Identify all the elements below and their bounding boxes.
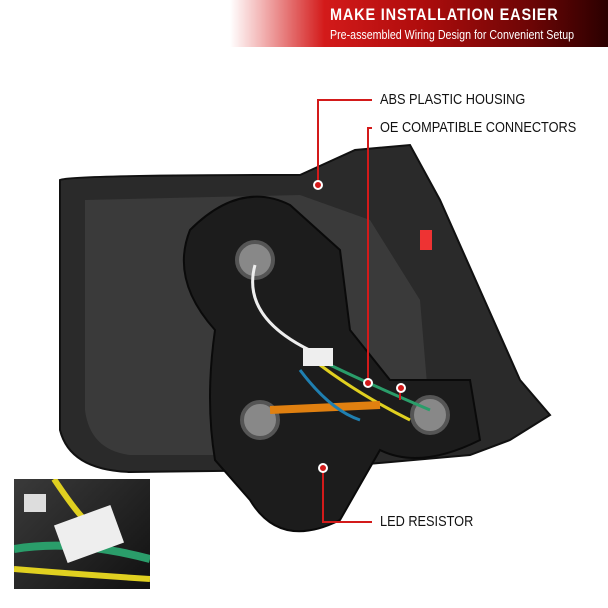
- bulb-socket: [235, 240, 275, 280]
- banner-subtitle: Pre-assembled Wiring Design for Convenie…: [330, 27, 575, 42]
- callout-oe-connectors: OE COMPATIBLE CONNECTORS: [380, 119, 577, 136]
- bulb-socket: [410, 395, 450, 435]
- callout-led-resistor: LED RESISTOR: [380, 513, 474, 530]
- bulb-socket: [240, 400, 280, 440]
- connector: [303, 348, 333, 366]
- callout-abs-housing: ABS PLASTIC HOUSING: [380, 91, 526, 108]
- banner-title: MAKE INSTALLATION EASIER: [330, 5, 559, 24]
- connector-closeup-image: [14, 479, 150, 589]
- sticker: [420, 230, 432, 250]
- header-banner: MAKE INSTALLATION EASIER Pre-assembled W…: [230, 0, 608, 47]
